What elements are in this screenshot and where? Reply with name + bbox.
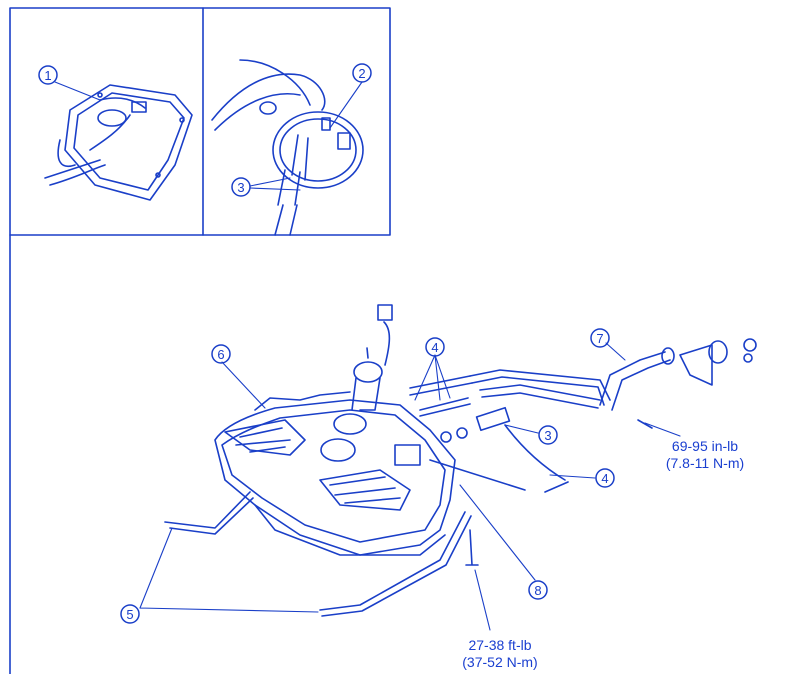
svg-text:3: 3 [237, 180, 244, 195]
callout-5: 5 [120, 604, 140, 624]
callout-3-inset: 3 [231, 177, 251, 197]
callout-1-inset: 1 [38, 65, 58, 85]
svg-text:7: 7 [596, 331, 603, 346]
svg-text:3: 3 [544, 428, 551, 443]
callouts: 1 2 3 6 4 7 3 4 8 5 [38, 63, 615, 624]
tank-straps [164, 491, 479, 617]
inset-2-pump-on-tank [211, 59, 364, 236]
filler-neck [599, 338, 757, 429]
inset-1-pump-cover [44, 84, 193, 201]
svg-text:1: 1 [44, 68, 51, 83]
torque-filler-line1: 69-95 in-lb [671, 438, 739, 454]
svg-text:6: 6 [217, 347, 224, 362]
callout-3: 3 [538, 425, 558, 445]
callout-6: 6 [211, 344, 231, 364]
callout-2-inset: 2 [352, 63, 372, 83]
fuel-pump-assembly [351, 304, 393, 411]
svg-text:8: 8 [534, 583, 541, 598]
callout-7: 7 [590, 328, 610, 348]
svg-text:4: 4 [601, 471, 608, 486]
svg-text:2: 2 [358, 66, 365, 81]
svg-text:4: 4 [431, 340, 438, 355]
inset-frames [9, 7, 391, 674]
leader-lines [54, 81, 681, 631]
torque-filler-line2: (7.8-11 N-m) [665, 455, 745, 471]
torque-tank-line1: 27-38 ft-lb [468, 637, 532, 653]
torque-tank-line2: (37-52 N-m) [462, 654, 538, 670]
torque-spec-tank: 27-38 ft-lb (37-52 N-m) [440, 637, 560, 671]
svg-text:5: 5 [126, 607, 133, 622]
torque-spec-filler: 69-95 in-lb (7.8-11 N-m) [640, 438, 770, 472]
fuel-tank [214, 391, 456, 556]
fuel-lines [409, 369, 611, 493]
callout-4-right: 4 [595, 468, 615, 488]
callout-4-top: 4 [425, 337, 445, 357]
callout-8: 8 [528, 580, 548, 600]
